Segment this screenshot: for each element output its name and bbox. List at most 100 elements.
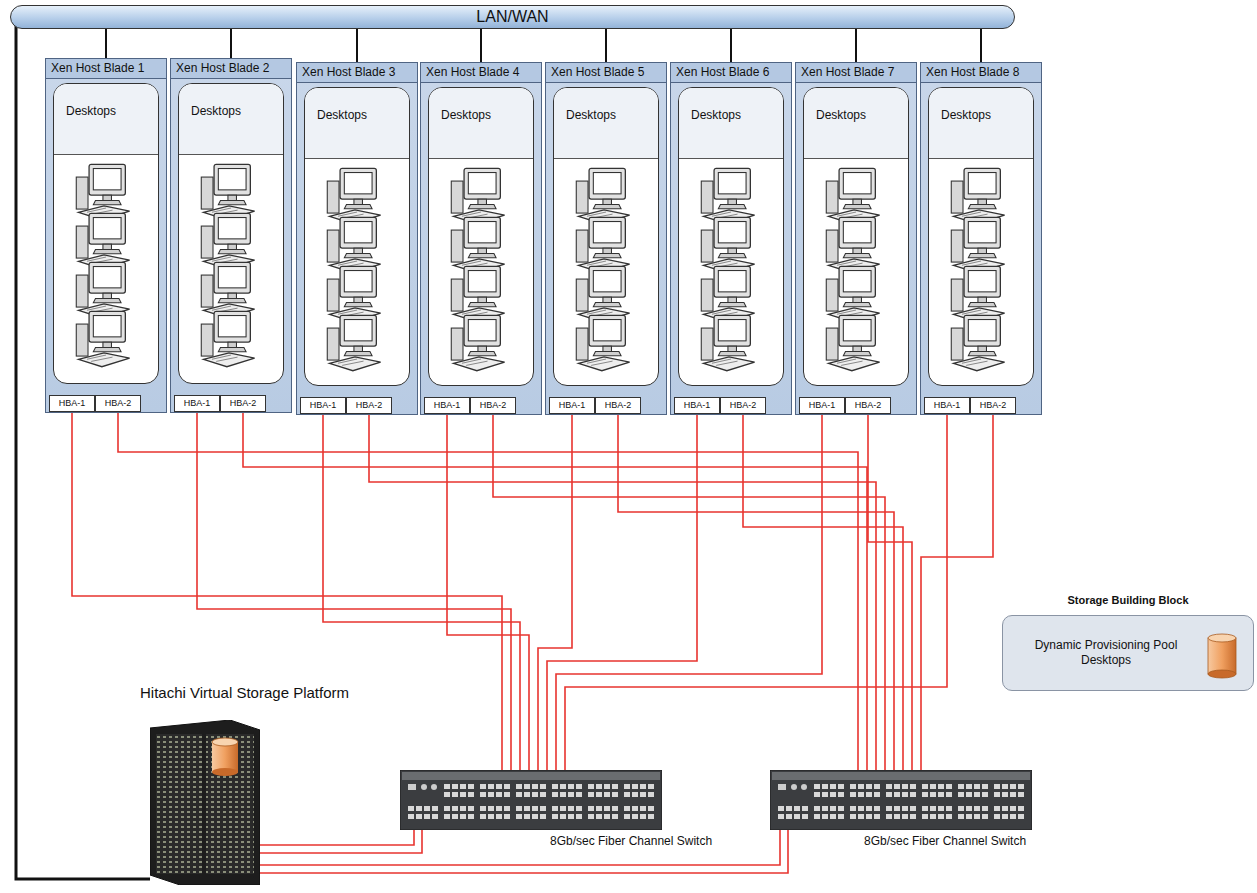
fibre-link xyxy=(618,414,894,770)
pool-heading: Desktops xyxy=(554,88,658,122)
bus-label: LAN/WAN xyxy=(11,6,1014,27)
blade-title: Xen Host Blade 8 xyxy=(921,63,1041,82)
network-link xyxy=(356,29,358,62)
hba-port: HBA-1 xyxy=(300,397,346,414)
hba-label: HBA-2 xyxy=(471,398,515,413)
network-link xyxy=(730,29,732,62)
block-heading: Storage Building Block xyxy=(1003,594,1253,606)
desktop-heading-area xyxy=(804,88,908,159)
hba-label: HBA-2 xyxy=(221,396,265,411)
hba-port: HBA-1 xyxy=(799,397,845,414)
host-blade: Xen Host Blade 3 DesktopsHBA-1HBA-2 xyxy=(296,62,418,415)
network-link xyxy=(480,29,482,62)
fibre-link xyxy=(493,414,885,770)
pool-heading: Desktops xyxy=(179,84,283,118)
fibre-link xyxy=(447,414,529,770)
host-blade: Xen Host Blade 2DesktopsHBA-1HBA-2 xyxy=(170,58,292,413)
hba-port: HBA-2 xyxy=(95,395,141,412)
fibre-link xyxy=(260,830,422,853)
blade-title: Xen Host Blade 1 xyxy=(46,59,166,78)
storage-label: Hitachi Virtual Storage Platform xyxy=(140,684,349,701)
fibre-link xyxy=(547,414,697,770)
host-blade: Xen Host Blade 6 DesktopsHBA-1HBA-2 xyxy=(670,62,792,415)
fibre-link xyxy=(323,414,520,770)
desktop-icons xyxy=(179,160,283,381)
pool-heading: Desktops xyxy=(54,84,158,118)
hba-port: HBA-2 xyxy=(970,397,1016,414)
desktop-heading-area xyxy=(929,88,1033,159)
switch-drawing xyxy=(400,770,662,830)
desktop-icons xyxy=(929,164,1033,383)
desktop-heading-area xyxy=(54,84,158,155)
desktop-icons xyxy=(804,164,908,383)
hba-port: HBA-2 xyxy=(220,395,266,412)
fibre-link xyxy=(921,414,993,770)
hba-port: HBA-1 xyxy=(174,395,220,412)
desktop-heading-area xyxy=(554,88,658,159)
hba-label: HBA-2 xyxy=(721,398,765,413)
hba-port: HBA-1 xyxy=(674,397,720,414)
network-link xyxy=(855,29,857,62)
desktop-icons xyxy=(554,164,658,383)
pool-heading: Desktops xyxy=(804,88,908,122)
blade-title: Xen Host Blade 5 xyxy=(546,63,666,82)
fibre-link xyxy=(556,414,822,770)
blade-title: Xen Host Blade 7 xyxy=(796,63,916,82)
desktop-pool-box: Desktops xyxy=(553,87,659,386)
host-blade: Xen Host Blade 8 DesktopsHBA-1HBA-2 xyxy=(920,62,1042,415)
desktop-icons xyxy=(429,164,533,383)
fibre-link xyxy=(565,414,947,770)
desktop-pool-box: Desktops xyxy=(678,87,784,386)
fibre-link xyxy=(72,412,502,770)
fc-switch: 8Gb/sec Fiber Channel Switch xyxy=(400,770,662,830)
fibre-link xyxy=(260,830,414,845)
desktop-icons xyxy=(679,164,783,383)
blade-title: Xen Host Blade 3 xyxy=(297,63,417,82)
hba-label: HBA-1 xyxy=(50,396,94,411)
fc-switch: 8Gb/sec Fiber Channel Switch xyxy=(770,770,1032,830)
hba-label: HBA-2 xyxy=(971,398,1015,413)
hba-port: HBA-1 xyxy=(924,397,970,414)
hba-port: HBA-1 xyxy=(549,397,595,414)
desktop-pool-box: Desktops xyxy=(304,87,410,386)
storage-rack-drawing xyxy=(150,720,260,885)
fibre-link xyxy=(743,414,903,770)
network-link xyxy=(605,29,607,62)
hba-port: HBA-1 xyxy=(424,397,470,414)
host-blade: Xen Host Blade 5 DesktopsHBA-1HBA-2 xyxy=(545,62,667,415)
pool-heading: Desktops xyxy=(929,88,1033,122)
desktop-icons xyxy=(305,164,409,383)
hba-label: HBA-1 xyxy=(425,398,469,413)
blade-title: Xen Host Blade 6 xyxy=(671,63,791,82)
hba-label: HBA-2 xyxy=(596,398,640,413)
fibre-link xyxy=(868,414,912,770)
hba-port: HBA-1 xyxy=(49,395,95,412)
desktop-heading-area xyxy=(305,88,409,159)
desktop-pool-box: Desktops xyxy=(178,83,284,384)
storage-building-block: Storage Building BlockDynamic Provisioni… xyxy=(1002,615,1254,691)
desktop-pool-box: Desktops xyxy=(803,87,909,386)
fibre-link xyxy=(118,412,858,770)
switch-label: 8Gb/sec Fiber Channel Switch xyxy=(864,834,1026,848)
hba-label: HBA-1 xyxy=(301,398,345,413)
hba-label: HBA-1 xyxy=(675,398,719,413)
hba-port: HBA-2 xyxy=(595,397,641,414)
network-link xyxy=(105,29,107,58)
host-blade: Xen Host Blade 7 DesktopsHBA-1HBA-2 xyxy=(795,62,917,415)
desktop-pool-box: Desktops xyxy=(53,83,159,384)
desktop-pool-box: Desktops xyxy=(428,87,534,386)
fibre-link xyxy=(260,830,780,865)
desktop-heading-area xyxy=(179,84,283,155)
desktop-icons xyxy=(54,160,158,381)
hba-port: HBA-2 xyxy=(845,397,891,414)
fibre-link xyxy=(369,414,876,770)
hba-label: HBA-1 xyxy=(925,398,969,413)
pool-heading: Desktops xyxy=(679,88,783,122)
hba-label: HBA-2 xyxy=(96,396,140,411)
hba-label: HBA-2 xyxy=(347,398,391,413)
switch-drawing xyxy=(770,770,1032,830)
hba-port: HBA-2 xyxy=(720,397,766,414)
pool-heading: Desktops xyxy=(429,88,533,122)
network-bus: LAN/WAN xyxy=(10,5,1015,29)
switch-label: 8Gb/sec Fiber Channel Switch xyxy=(550,834,712,848)
